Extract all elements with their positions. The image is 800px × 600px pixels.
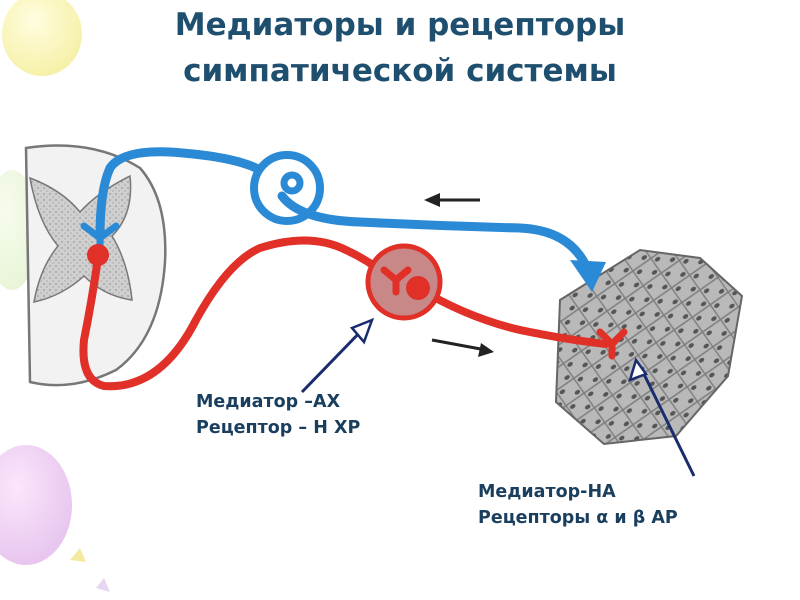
ganglion-pointer-arrow — [302, 320, 372, 392]
arrow-right-icon — [432, 340, 494, 357]
ganglion-receptor-label: Рецептор – Н ХР — [196, 415, 360, 441]
postganglionic-neuron-body — [406, 276, 430, 300]
effector-mediator-label: Медиатор-НА — [478, 479, 678, 505]
arrow-left-icon — [424, 193, 480, 207]
afferent-neuron-body — [284, 175, 300, 191]
ganglion-caption: Медиатор –АХ Рецептор – Н ХР — [196, 389, 360, 441]
efferent-neuron-body-spinal — [87, 244, 109, 266]
ganglion-mediator-label: Медиатор –АХ — [196, 389, 360, 415]
sympathetic-ganglion — [368, 246, 440, 318]
effector-caption: Медиатор-НА Рецепторы α и β АР — [478, 479, 678, 531]
effector-receptor-label: Рецепторы α и β АР — [478, 505, 678, 531]
